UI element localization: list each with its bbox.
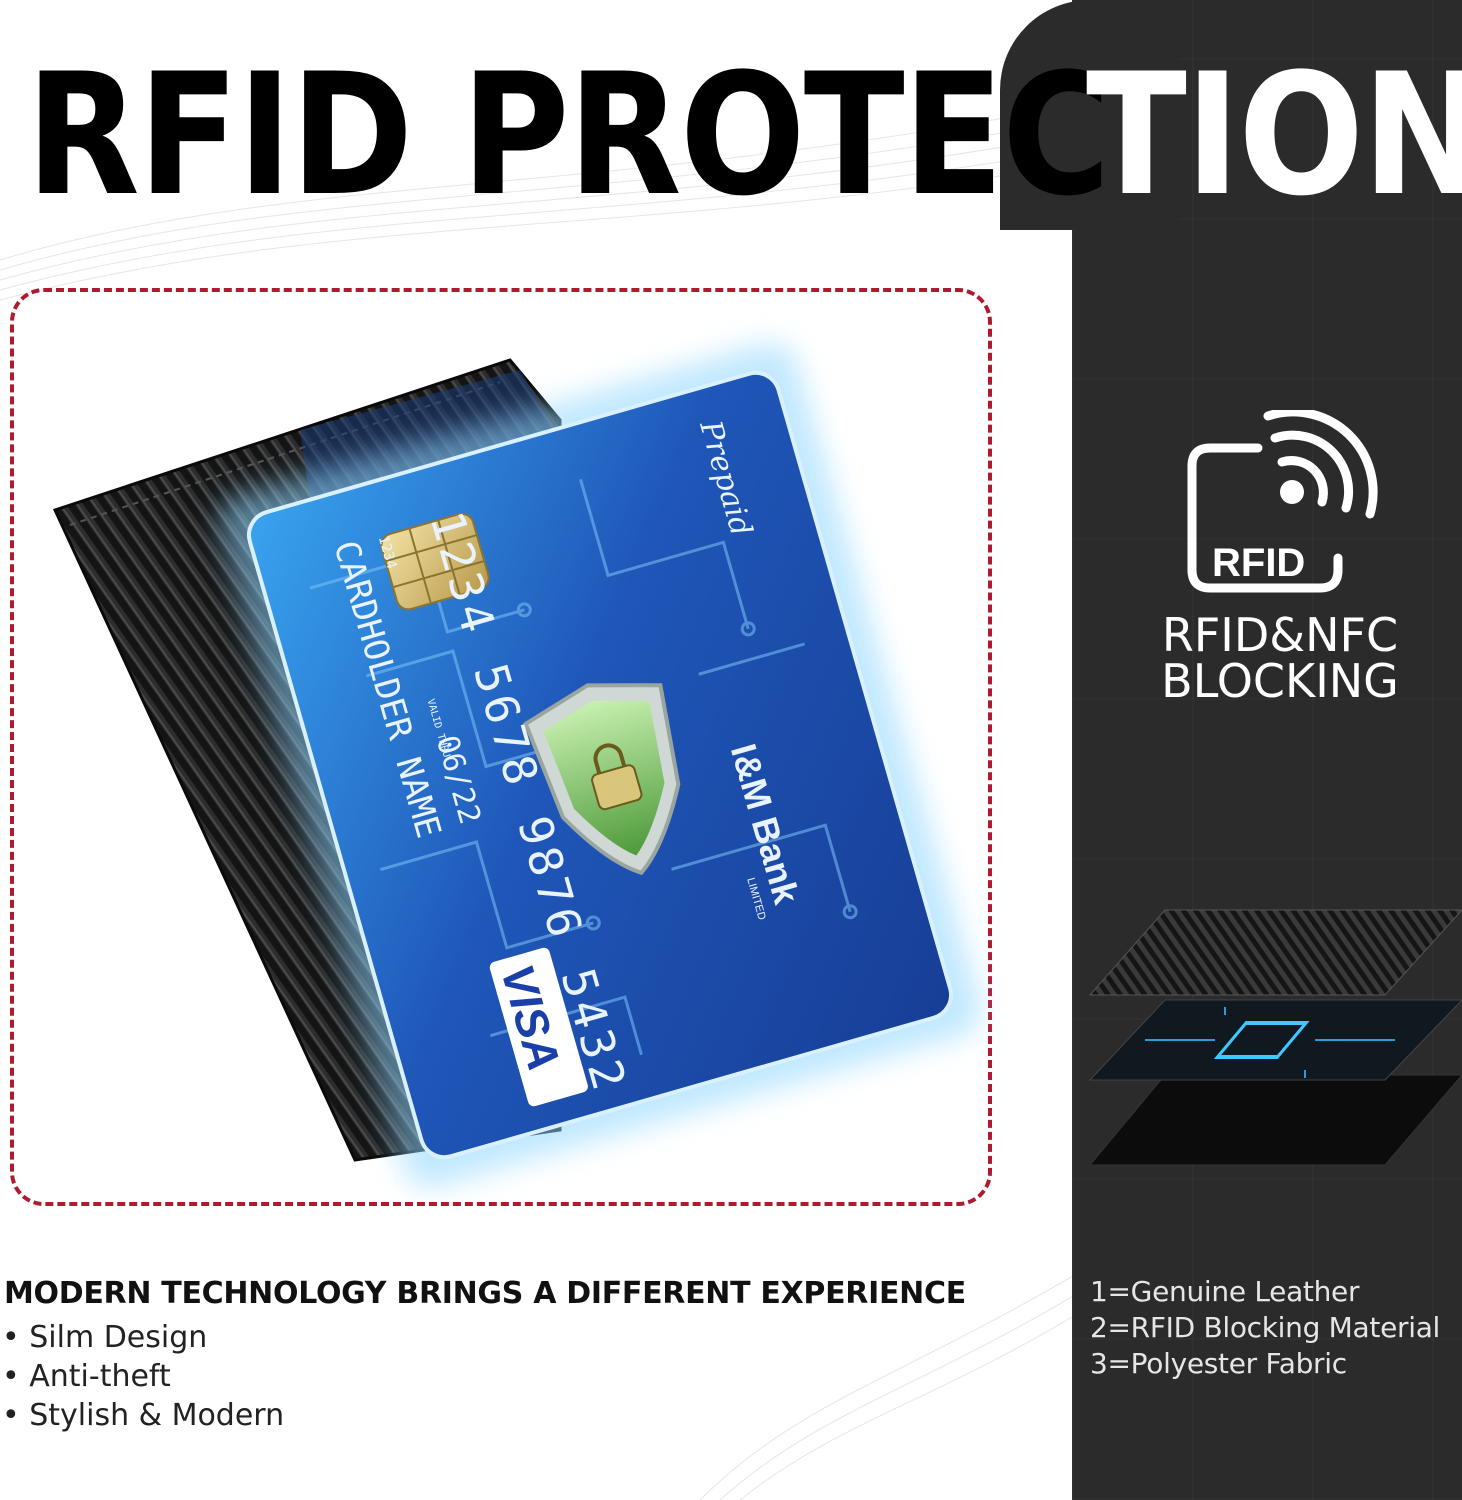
blocking-label-line2: BLOCKING [1161,654,1399,708]
features-title: MODERN TECHNOLOGY BRINGS A DIFFERENT EXP… [4,1276,966,1311]
layer-genuine-leather [1088,909,1462,996]
material-layers-illustration [1088,909,1462,1166]
legend-item-rfid-material: 2=RFID Blocking Material [1090,1311,1441,1344]
background-wave-lines [0,99,1100,1500]
legend-item-leather: 1=Genuine Leather [1090,1275,1360,1308]
blocking-label-line1: RFID&NFC [1161,608,1399,662]
rfid-blocking-label: RFID&NFC BLOCKING [1110,612,1450,704]
page-headline: RFID PROTEC [26,37,1111,233]
features-list: Silm Design Anti-theft Stylish & Modern [2,1318,284,1435]
card-chip-icon [380,512,490,611]
dark-panel-top-curve [1000,0,1180,230]
layers-legend: 1=Genuine Leather 2=RFID Blocking Materi… [1090,1274,1440,1382]
product-frame [10,288,992,1206]
dark-side-panel [1072,0,1462,1500]
layer-polyester-fabric [1088,1074,1462,1166]
feature-item-anti-theft: Anti-theft [2,1357,284,1396]
feature-item-stylish: Stylish & Modern [2,1396,284,1435]
feature-item-slim-design: Silm Design [2,1318,284,1357]
headline-dark-part: RFID PROTEC [26,37,1111,233]
legend-item-polyester: 3=Polyester Fabric [1090,1347,1347,1380]
rfid-wifi-icon: RFID [1187,410,1378,593]
credit-card: Prepaid 1234 1234 5678 9876 5432 VALID T… [247,370,953,1160]
rfid-icon-text: RFID [1212,541,1305,585]
page-headline-light: TION [1086,40,1462,230]
layer-rfid-blocking [1088,999,1462,1081]
wallet-with-card-illustration: Prepaid 1234 1234 5678 9876 5432 VALID T… [52,342,981,1188]
shield-lock-icon [523,683,681,876]
headline-light-part: TION [1086,37,1462,233]
